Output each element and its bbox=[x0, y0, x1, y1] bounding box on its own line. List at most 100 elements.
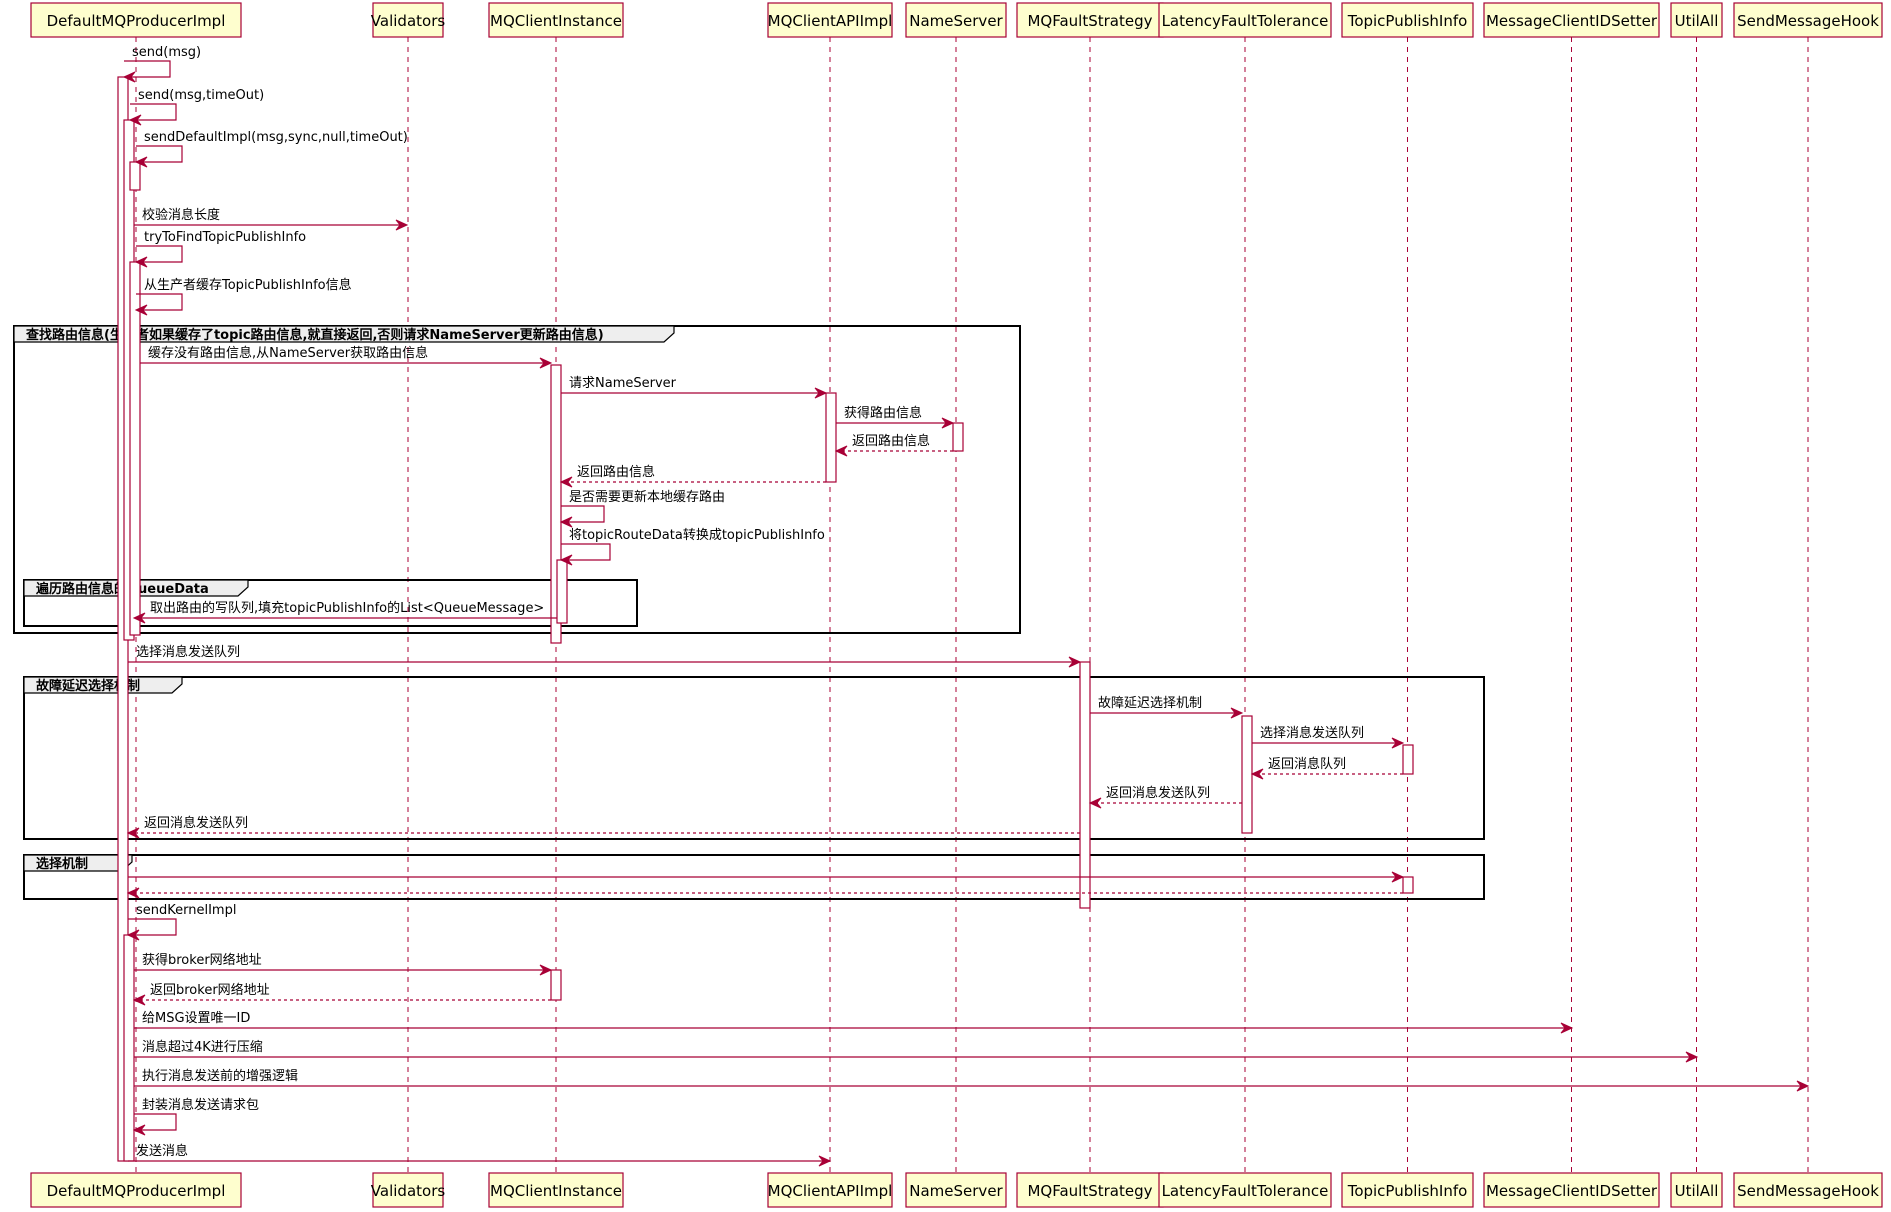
arrow-head bbox=[539, 357, 553, 369]
message-27: 执行消息发送前的增强逻辑 bbox=[134, 1068, 1810, 1092]
message-label: 获得broker网络地址 bbox=[142, 952, 262, 968]
message-26: 消息超过4K进行压缩 bbox=[134, 1039, 1699, 1063]
arrow-head bbox=[134, 156, 148, 168]
participant-label: NameServer bbox=[909, 12, 1003, 30]
message-11: 是否需要更新本地缓存路由 bbox=[559, 489, 725, 528]
participant-label: Validators bbox=[371, 1182, 446, 1200]
message-line bbox=[561, 543, 611, 561]
fragment-label: 查找路由信息(生产者如果缓存了topic路由信息,就直接返回,否则请求NameS… bbox=[25, 327, 604, 343]
message-0: send(msg) bbox=[122, 45, 201, 83]
participant-box bbox=[905, 1172, 1007, 1208]
message-label: 是否需要更新本地缓存路由 bbox=[569, 489, 725, 505]
message-label: 执行消息发送前的增强逻辑 bbox=[142, 1068, 298, 1084]
participant-label: SendMessageHook bbox=[1737, 1182, 1879, 1200]
message-label: send(msg) bbox=[132, 45, 201, 60]
message-3: 校验消息长度 bbox=[134, 207, 409, 231]
participant-fault-top: MQFaultStrategy bbox=[1016, 2, 1164, 38]
arrow-head bbox=[395, 219, 409, 231]
message-2: sendDefaultImpl(msg,sync,null,timeOut) bbox=[134, 130, 408, 168]
participant-producer-bottom: DefaultMQProducerImpl bbox=[30, 1172, 242, 1208]
activation-fault bbox=[1079, 661, 1091, 909]
message-15: 故障延迟选择机制 bbox=[1090, 696, 1244, 719]
arrow-head bbox=[1391, 871, 1405, 883]
participant-label: MQFaultStrategy bbox=[1027, 12, 1152, 30]
arrow-head bbox=[1560, 1022, 1574, 1034]
message-29: 发送消息 bbox=[128, 1143, 832, 1167]
message-label: 请求NameServer bbox=[569, 376, 677, 391]
message-label: 返回路由信息 bbox=[852, 433, 930, 449]
participant-box bbox=[1670, 2, 1723, 38]
participant-api-top: MQClientAPIImpl bbox=[767, 2, 893, 38]
participant-box bbox=[1016, 2, 1164, 38]
arrow-head bbox=[134, 256, 148, 268]
activation-client bbox=[550, 969, 562, 1001]
participant-box bbox=[905, 2, 1007, 38]
participant-box bbox=[30, 2, 242, 38]
message-18: 返回消息发送队列 bbox=[1088, 785, 1242, 809]
fragment-label: 故障延迟选择机制 bbox=[36, 678, 140, 694]
participant-box bbox=[1733, 1172, 1883, 1208]
activation-client bbox=[556, 559, 568, 624]
message-label: 故障延迟选择机制 bbox=[1098, 696, 1202, 711]
participant-label: MQClientInstance bbox=[490, 1182, 622, 1200]
message-5: 从生产者缓存TopicPublishInfo信息 bbox=[134, 277, 352, 316]
arrow-head bbox=[1230, 707, 1244, 719]
activation-client bbox=[550, 364, 562, 644]
message-4: tryToFindTopicPublishInfo bbox=[134, 230, 306, 268]
activation-tpi bbox=[1402, 876, 1414, 894]
arrow-head bbox=[814, 387, 828, 399]
participant-label: LatencyFaultTolerance bbox=[1162, 12, 1329, 30]
fragment-2: 故障延迟选择机制 bbox=[23, 676, 1485, 840]
participants: DefaultMQProducerImplDefaultMQProducerIm… bbox=[30, 2, 1883, 1208]
message-label: 封装消息发送请求包 bbox=[142, 1097, 259, 1113]
participant-box bbox=[1158, 1172, 1332, 1208]
fragments: 查找路由信息(生产者如果缓存了topic路由信息,就直接返回,否则请求NameS… bbox=[13, 325, 1485, 900]
fragment-3: 选择机制 bbox=[23, 854, 1485, 900]
arrow-head bbox=[126, 827, 140, 839]
message-22: sendKernelImpl bbox=[126, 903, 236, 941]
message-25: 给MSG设置唯一ID bbox=[134, 1011, 1574, 1034]
message-label: 选择消息发送队列 bbox=[136, 644, 240, 660]
participant-validators-top: Validators bbox=[371, 2, 445, 38]
participant-label: SendMessageHook bbox=[1737, 12, 1879, 30]
participant-idsetter-bottom: MessageClientIDSetter bbox=[1483, 1172, 1660, 1208]
activation-ns bbox=[952, 422, 964, 452]
message-24: 返回broker网络地址 bbox=[132, 982, 551, 1006]
participant-api-bottom: MQClientAPIImpl bbox=[767, 1172, 893, 1208]
participant-validators-bottom: Validators bbox=[371, 1172, 446, 1208]
participant-util-bottom: UtilAll bbox=[1670, 1172, 1723, 1208]
arrow-head bbox=[559, 476, 573, 488]
message-14: 选择消息发送队列 bbox=[128, 644, 1082, 668]
participant-client-top: MQClientInstance bbox=[488, 2, 624, 38]
activation-producer bbox=[123, 934, 135, 1162]
arrow-head bbox=[559, 516, 573, 528]
message-line bbox=[134, 1113, 177, 1131]
participant-box bbox=[1016, 1172, 1164, 1208]
message-23: 获得broker网络地址 bbox=[134, 952, 553, 976]
participant-box bbox=[1341, 1172, 1474, 1208]
fragment-frame bbox=[23, 579, 638, 627]
fragment-tab bbox=[23, 676, 183, 694]
activation-producer bbox=[129, 161, 141, 191]
fragment-frame bbox=[23, 854, 1485, 900]
message-line bbox=[130, 103, 177, 121]
participant-ns-bottom: NameServer bbox=[905, 1172, 1007, 1208]
participant-label: MQClientAPIImpl bbox=[768, 1182, 893, 1200]
messages: send(msg)send(msg,timeOut)sendDefaultImp… bbox=[122, 45, 1810, 1167]
message-label: 返回消息发送队列 bbox=[144, 815, 248, 831]
fragment-0: 查找路由信息(生产者如果缓存了topic路由信息,就直接返回,否则请求NameS… bbox=[13, 325, 1021, 634]
message-label: 选择消息发送队列 bbox=[1260, 725, 1364, 741]
participant-latency-top: LatencyFaultTolerance bbox=[1158, 2, 1332, 38]
participant-label: LatencyFaultTolerance bbox=[1162, 1182, 1329, 1200]
participant-tpi-top: TopicPublishInfo bbox=[1341, 2, 1474, 38]
message-label: 缓存没有路由信息,从NameServer获取路由信息 bbox=[148, 345, 428, 361]
participant-label: MessageClientIDSetter bbox=[1486, 12, 1658, 30]
message-label: 消息超过4K进行压缩 bbox=[142, 1039, 263, 1055]
activation-latency bbox=[1241, 715, 1253, 834]
arrow-head bbox=[818, 1155, 832, 1167]
message-line bbox=[136, 293, 183, 311]
participant-ns-top: NameServer bbox=[905, 2, 1007, 38]
participant-label: TopicPublishInfo bbox=[1347, 1182, 1468, 1200]
arrow-head bbox=[1250, 768, 1264, 780]
arrow-head bbox=[132, 612, 146, 624]
